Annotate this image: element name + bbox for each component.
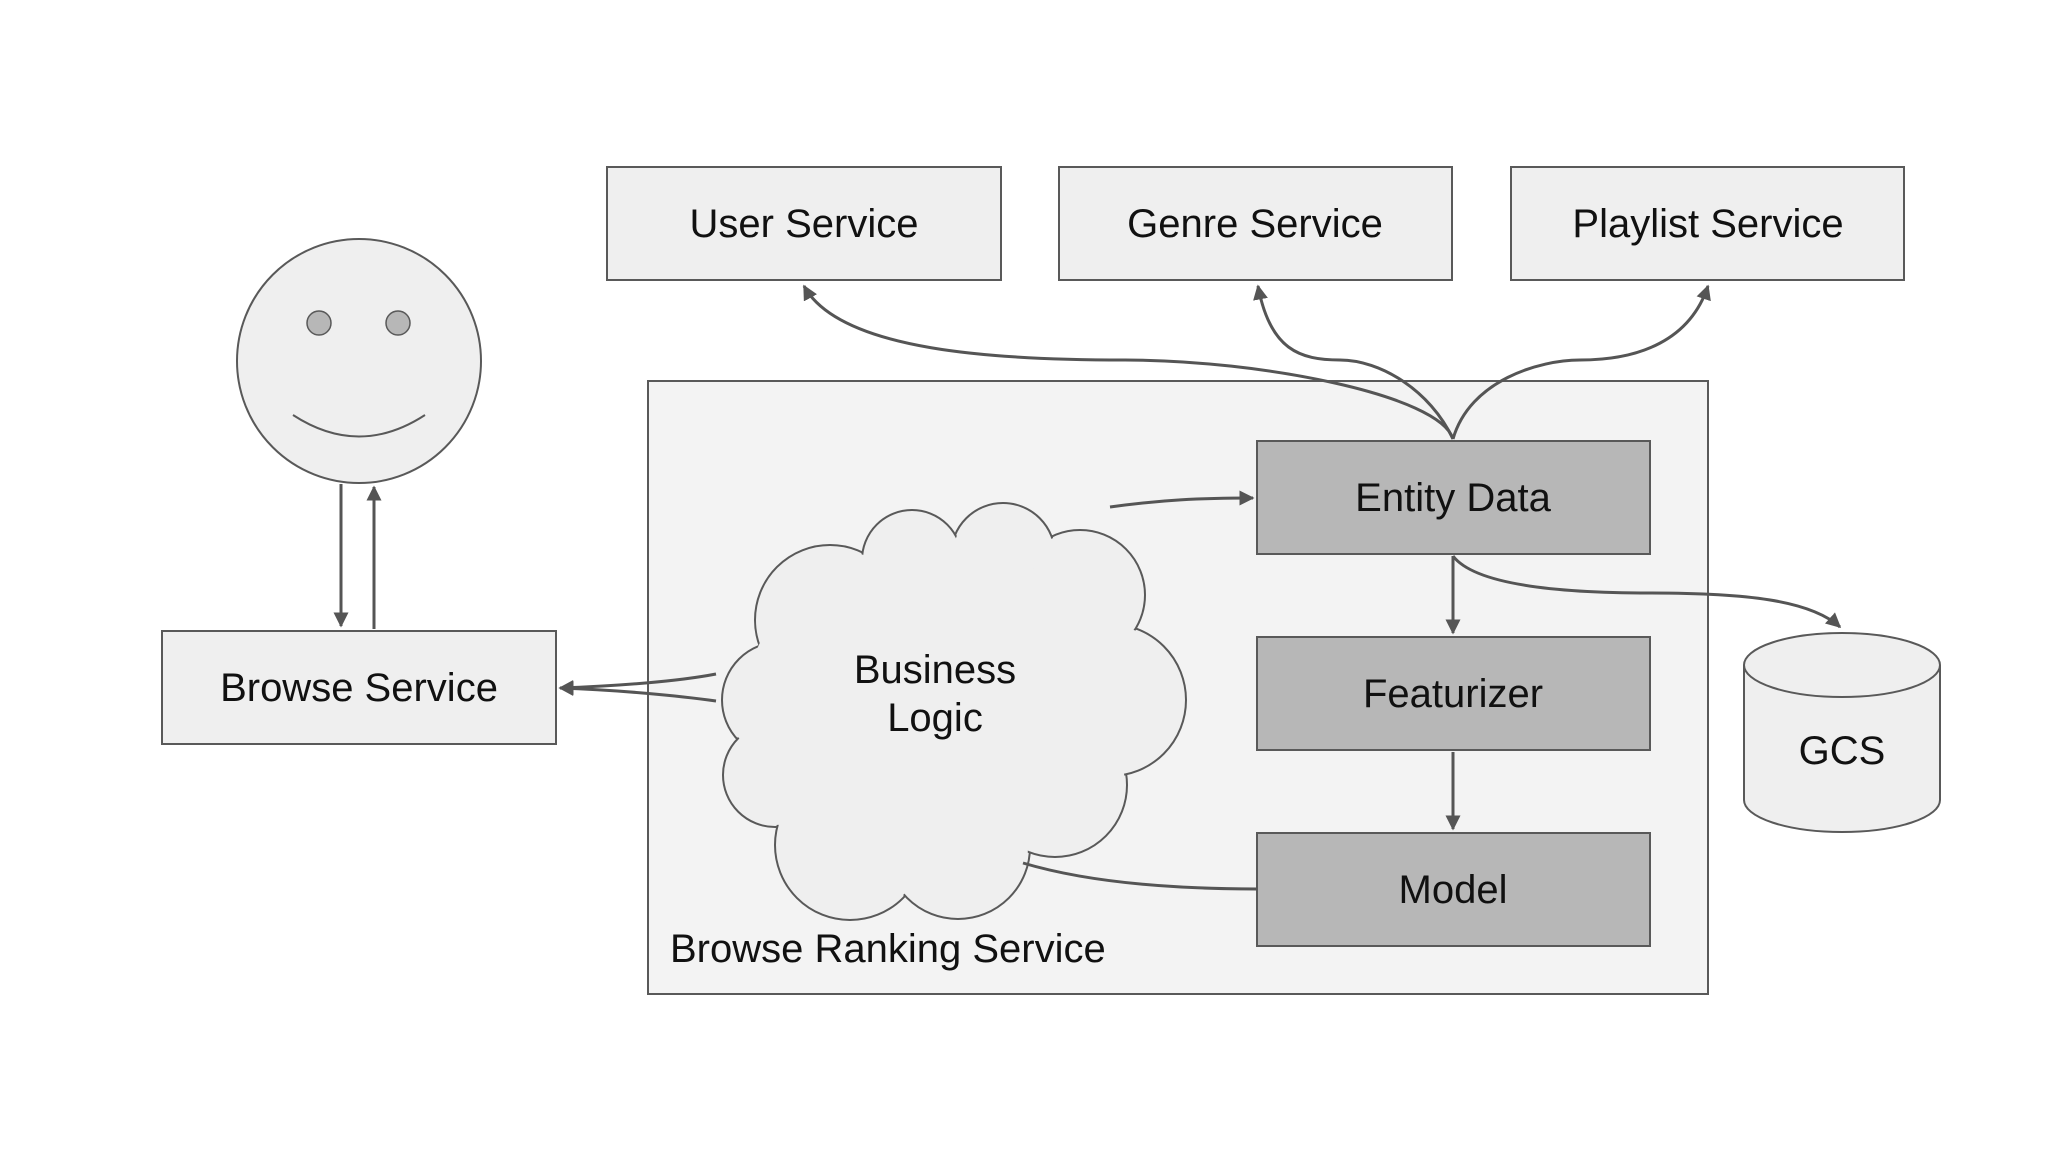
business-logic-label-line1: Business <box>854 648 1016 692</box>
model-box: Model <box>1256 832 1651 947</box>
featurizer-box: Featurizer <box>1256 636 1651 751</box>
arrow-business-logic-to-browse-service-upper <box>558 672 717 696</box>
browse-service-label: Browse Service <box>220 666 498 710</box>
business-logic-label-line2: Logic <box>887 696 983 740</box>
arrow-entity-data-to-user-service <box>802 284 1455 440</box>
featurizer-label: Featurizer <box>1363 672 1543 716</box>
arrow-entity-data-to-gcs <box>1451 555 1842 629</box>
user-service-box: User Service <box>606 166 1002 281</box>
container-label: Browse Ranking Service <box>670 927 1106 971</box>
business-logic-cloud: Business Logic <box>721 502 1187 921</box>
gcs-label: GCS <box>1799 729 1886 773</box>
genre-service-label: Genre Service <box>1127 202 1383 246</box>
playlist-service-label: Playlist Service <box>1572 202 1843 246</box>
arrow-entity-data-to-playlist-service <box>1451 284 1711 440</box>
connector-model-to-business-logic <box>1022 861 1258 891</box>
playlist-service-box: Playlist Service <box>1510 166 1905 281</box>
browse-service-box: Browse Service <box>161 630 557 745</box>
arrow-entity-data-to-genre-service <box>1253 284 1455 440</box>
arrow-business-logic-to-entity-data <box>1109 490 1255 509</box>
genre-service-box: Genre Service <box>1058 166 1453 281</box>
gcs-database-icon: GCS <box>1743 632 1941 833</box>
model-label: Model <box>1399 868 1508 912</box>
entity-data-box: Entity Data <box>1256 440 1651 555</box>
smiley-face-icon <box>236 238 482 484</box>
user-service-label: User Service <box>690 202 919 246</box>
arrow-business-logic-to-browse-service-lower <box>558 680 717 703</box>
entity-data-label: Entity Data <box>1355 476 1551 520</box>
